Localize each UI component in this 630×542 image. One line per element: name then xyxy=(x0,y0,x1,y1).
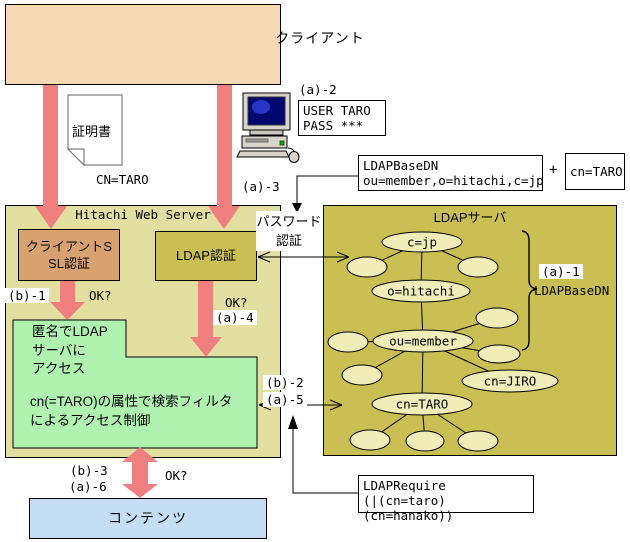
ldap-require-line1: LDAPRequire xyxy=(363,478,446,493)
user-pass-box: USER TARO PASS *** xyxy=(298,100,386,136)
step-b3-label: (b)-3 xyxy=(70,463,108,478)
step-b1-label: (b)-1 xyxy=(5,288,49,303)
step-a1-label: (a)-1 xyxy=(539,264,583,279)
ssl-auth-line2: SL認証 xyxy=(48,256,90,271)
anon-line3: アクセス xyxy=(32,361,86,376)
password-auth-label: パスワード 認証 xyxy=(256,211,322,251)
hitachi-web-server-title: Hitachi Web Server xyxy=(75,207,211,222)
ok-label-bottom: OK? xyxy=(165,468,188,483)
filter-line1: cn(=TARO)の属性で検索フィルタ xyxy=(30,394,233,409)
client-label: クライアント xyxy=(275,30,365,46)
step-a6-label: (a)-6 xyxy=(69,479,107,494)
ldap-server-box xyxy=(323,205,617,456)
ldapbasedn-box: LDAPBaseDN ou=member,o=hitachi,c=jp xyxy=(358,155,544,191)
computer-icon xyxy=(236,92,300,163)
user-line: USER TARO xyxy=(303,103,371,118)
ldapbasedn-line2: ou=member,o=hitachi,c=jp xyxy=(363,173,544,188)
basedn-to-password-arrow xyxy=(296,175,358,205)
ldap-require-line2: (|(cn=taro)(cn=hanako)) xyxy=(363,493,454,523)
step-b2-label: (b)-2 xyxy=(263,375,307,390)
contents-box: コンテンツ xyxy=(29,498,267,539)
ok-label-left: OK? xyxy=(89,288,112,303)
step-a5-label: (a)-5 xyxy=(263,392,307,407)
node-cn-jiro-label: cn=JIRO xyxy=(483,373,537,389)
anon-line2: サーバに xyxy=(32,342,86,358)
step-a4-label: (a)-4 xyxy=(213,310,257,325)
client-ssl-auth-box: クライアントS SL認証 xyxy=(18,229,120,281)
ldap-require-box: LDAPRequire (|(cn=taro)(cn=hanako)) xyxy=(358,475,534,523)
ssl-auth-line1: クライアントS xyxy=(25,239,113,254)
ldapbasedn-line1: LDAPBaseDN xyxy=(363,158,439,173)
basedn-brace-label: LDAPBaseDN xyxy=(534,283,610,298)
node-o-hitachi-label: o=hitachi xyxy=(387,283,455,299)
password-auth-line2: 認証 xyxy=(275,233,302,248)
filter-text: cn(=TARO)の属性で検索フィルタ によるアクセス制御 xyxy=(30,393,232,430)
ldap-server-title: LDAPサーバ xyxy=(433,210,507,225)
anon-line1: 匿名でLDAP xyxy=(32,324,108,339)
node-cn-taro-label: cn=TARO xyxy=(395,396,449,412)
ldap-auth-box: LDAP認証 xyxy=(155,231,257,281)
ok-label-right: OK? xyxy=(225,295,248,310)
anon-access-text: 匿名でLDAP サーバに アクセス xyxy=(32,323,108,379)
step-a3-label: (a)-3 xyxy=(242,179,280,194)
certificate-cn-label: CN=TARO xyxy=(96,172,149,187)
node-c-jp-label: c=jp xyxy=(406,234,438,250)
password-auth-line1: パスワード xyxy=(256,214,322,229)
client-box xyxy=(5,4,281,85)
pass-line: PASS *** xyxy=(303,118,364,133)
cn-taro-box: cn=TARO xyxy=(565,153,625,190)
node-ou-member-label: ou=member xyxy=(389,333,457,349)
filter-line2: によるアクセス制御 xyxy=(30,412,151,428)
plus-sign: + xyxy=(549,162,558,178)
certificate-label: 証明書 xyxy=(72,124,112,139)
step-a2-label: (a)-2 xyxy=(299,82,337,97)
